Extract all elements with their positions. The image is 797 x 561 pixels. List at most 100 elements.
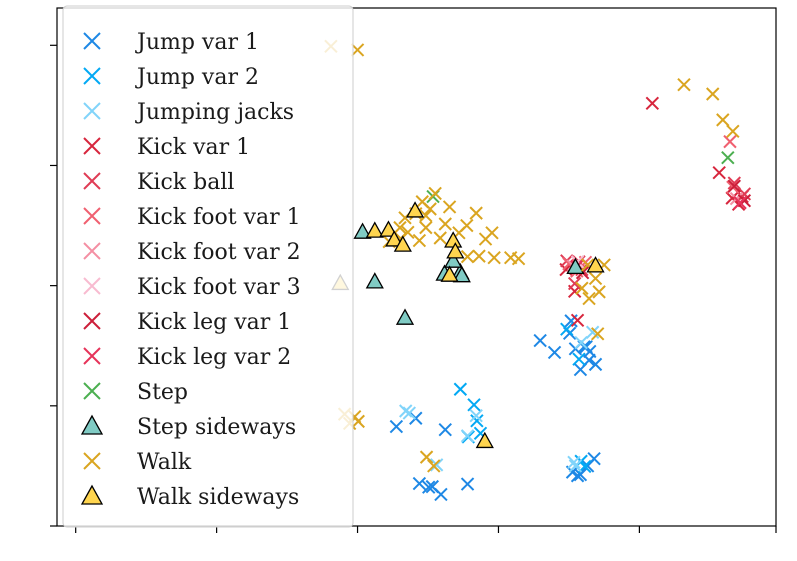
point-jump-var-1-18 bbox=[460, 477, 475, 491]
point-kick-ball-5 bbox=[567, 276, 582, 291]
legend-marker-jump-var-2 bbox=[83, 67, 101, 85]
legend-label-jump-var-1: Jump var 1 bbox=[135, 30, 259, 55]
point-walk-29 bbox=[433, 231, 447, 245]
point-step-0 bbox=[721, 150, 735, 165]
legend-marker-walk bbox=[83, 452, 101, 470]
point-walk-sideways-10 bbox=[475, 431, 494, 449]
legend-label-jump-var-2: Jump var 2 bbox=[135, 65, 259, 90]
point-walk-16 bbox=[487, 250, 501, 265]
point-walk-30 bbox=[438, 217, 452, 231]
point-kick-leg-var-2-0 bbox=[733, 196, 747, 210]
point-jumping-jacks-1 bbox=[399, 404, 413, 418]
point-walk-32 bbox=[588, 271, 603, 286]
plot-frame bbox=[56, 7, 777, 527]
point-walk-20 bbox=[412, 233, 427, 248]
point-walk-sideways-9 bbox=[586, 256, 605, 273]
point-walk-34 bbox=[592, 285, 606, 299]
legend-label-step-sideways: Step sideways bbox=[137, 415, 296, 440]
point-walk-22 bbox=[401, 225, 415, 240]
point-walk-33 bbox=[575, 281, 589, 295]
point-step-sideways-3 bbox=[444, 251, 463, 268]
point-walk-37 bbox=[582, 291, 596, 306]
legend-label-kick-leg-var-1: Kick leg var 1 bbox=[137, 310, 291, 335]
point-jumping-jacks-2 bbox=[429, 458, 444, 472]
point-jump-var-1-13 bbox=[438, 422, 452, 437]
point-jump-var-2-4 bbox=[572, 352, 586, 366]
point-jumping-jacks-5 bbox=[574, 335, 588, 350]
point-jump-var-1-5 bbox=[533, 333, 547, 348]
point-jumping-jacks-4 bbox=[469, 408, 483, 423]
legend-marker-walk-sideways bbox=[80, 484, 104, 505]
point-walk-15 bbox=[472, 249, 486, 263]
point-step-sideways-7 bbox=[353, 222, 372, 239]
point-kick-var-1-7 bbox=[570, 313, 585, 328]
point-walk-3 bbox=[677, 77, 691, 92]
point-walk-sideways-5 bbox=[444, 231, 463, 248]
point-walk-18 bbox=[511, 252, 526, 266]
point-walk-43 bbox=[419, 450, 434, 464]
legend-label-walk-sideways: Walk sideways bbox=[137, 485, 299, 510]
point-walk-9 bbox=[442, 200, 457, 214]
point-jump-var-2-1 bbox=[467, 398, 481, 412]
legend-marker-kick-foot-var-2 bbox=[83, 242, 101, 260]
point-walk-sideways-4 bbox=[393, 235, 412, 252]
point-walk-8 bbox=[423, 202, 437, 216]
legend-marker-kick-foot-var-3 bbox=[83, 277, 101, 295]
legend-marker-jump-var-1 bbox=[83, 32, 101, 50]
point-walk-41 bbox=[351, 414, 365, 429]
point-walk-13 bbox=[478, 232, 493, 246]
point-walk-sideways-0 bbox=[405, 201, 425, 218]
point-jumping-jacks-8 bbox=[568, 459, 583, 473]
point-walk-4 bbox=[716, 113, 730, 127]
legend-label-kick-var-1: Kick var 1 bbox=[137, 135, 250, 160]
legend-label-kick-foot-var-3: Kick foot var 3 bbox=[137, 275, 301, 300]
point-walk-sideways-3 bbox=[385, 230, 404, 247]
point-walk-14 bbox=[460, 249, 475, 264]
legend-label-kick-ball: Kick ball bbox=[137, 170, 234, 195]
point-jumping-jacks-7 bbox=[567, 455, 581, 469]
point-step-sideways-6 bbox=[365, 272, 384, 289]
point-jump-var-1-15 bbox=[412, 476, 427, 491]
point-jump-var-2-0 bbox=[453, 382, 468, 396]
legend-marker-kick-ball bbox=[83, 172, 101, 190]
point-kick-leg-var-1-1 bbox=[727, 179, 742, 193]
point-jump-var-1-6 bbox=[547, 345, 562, 360]
point-kick-leg-var-1-0 bbox=[737, 193, 752, 208]
point-jump-var-1-12 bbox=[389, 419, 404, 434]
point-step-sideways-4 bbox=[452, 265, 471, 283]
point-walk-sideways-1 bbox=[365, 221, 384, 238]
plot-area bbox=[324, 39, 752, 502]
legend-marker-step-sideways bbox=[80, 414, 104, 435]
point-walk-sideways-2 bbox=[379, 220, 398, 237]
legend-marker-kick-leg-var-2 bbox=[83, 347, 101, 365]
point-walk-2 bbox=[706, 87, 720, 101]
point-walk-27 bbox=[419, 209, 433, 223]
point-kick-var-1-1 bbox=[712, 166, 726, 180]
legend-label-kick-foot-var-1: Kick foot var 1 bbox=[137, 205, 301, 230]
point-jump-var-1-3 bbox=[588, 357, 603, 372]
legend-marker-step bbox=[83, 382, 101, 400]
point-kick-foot-var-1-0 bbox=[723, 134, 737, 149]
legend-marker-kick-var-1 bbox=[83, 137, 101, 155]
point-jump-var-1-23 bbox=[573, 468, 588, 482]
legend-label-jumping-jacks: Jumping jacks bbox=[135, 100, 294, 125]
legend-label-kick-foot-var-2: Kick foot var 2 bbox=[137, 240, 301, 265]
point-kick-ball-0 bbox=[727, 176, 742, 190]
point-step-sideways-0 bbox=[566, 257, 585, 275]
legend-label-walk: Walk bbox=[137, 450, 192, 475]
point-jumping-jacks-0 bbox=[402, 406, 417, 420]
point-walk-sideways-6 bbox=[446, 242, 465, 259]
point-walk-36 bbox=[590, 327, 605, 341]
legend-marker-jumping-jacks bbox=[83, 102, 101, 120]
point-jumping-jacks-3 bbox=[460, 429, 475, 443]
point-kick-var-1-0 bbox=[645, 96, 660, 111]
point-walk-1 bbox=[350, 43, 365, 57]
legend-box bbox=[62, 5, 354, 528]
point-walk-25 bbox=[419, 220, 433, 235]
legend-marker-kick-leg-var-1 bbox=[83, 312, 101, 330]
legend-label-step: Step bbox=[137, 380, 188, 405]
point-jump-var-2-2 bbox=[470, 414, 484, 428]
point-walk-6 bbox=[428, 186, 442, 201]
